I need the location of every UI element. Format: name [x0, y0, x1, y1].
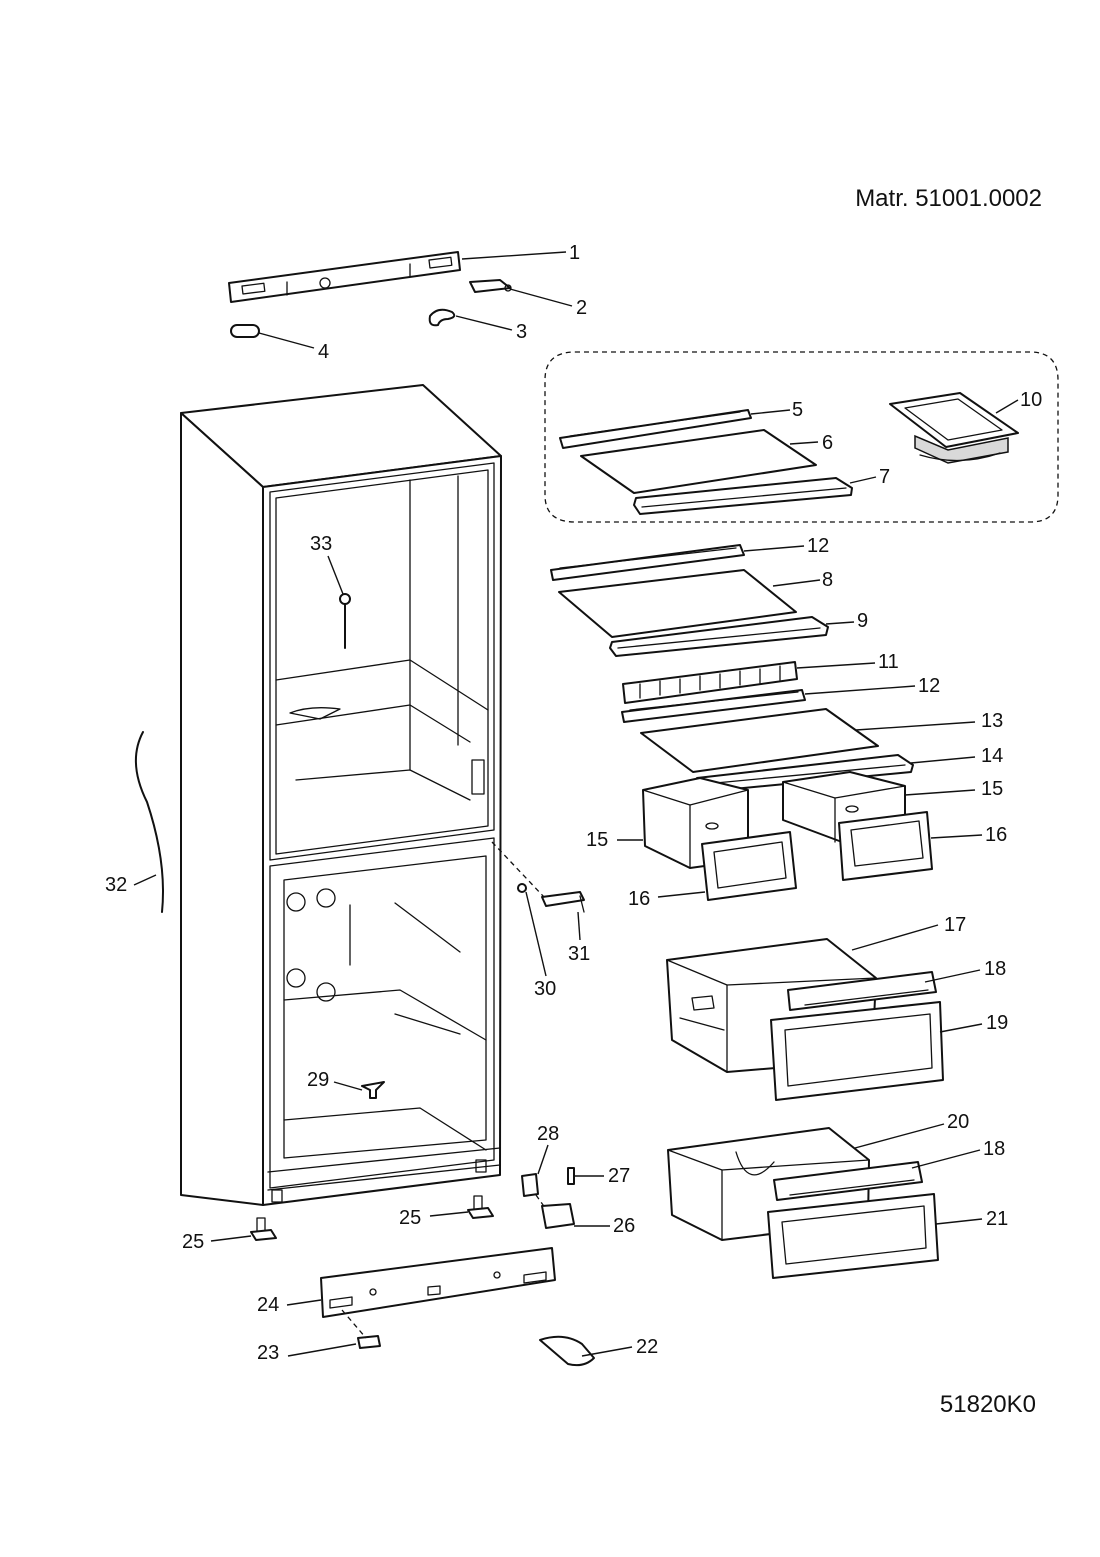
- callout-9: 9: [857, 610, 868, 632]
- part-22-door-stop: [539, 1335, 595, 1367]
- callout-labels: 1 2 3 4 5 6 7 10 12 8 9 11 12 13 14 15 1…: [105, 242, 1042, 1364]
- callout-7: 7: [879, 466, 890, 488]
- callout-22: 22: [636, 1336, 658, 1358]
- part-4-lamp-cover: [230, 324, 260, 338]
- material-number: Matr. 51001.0002: [855, 185, 1042, 212]
- callout-16-left: 16: [628, 888, 650, 910]
- callout-32: 32: [105, 874, 127, 896]
- callout-20: 20: [947, 1111, 969, 1133]
- callout-6: 6: [822, 432, 833, 454]
- callout-3: 3: [516, 321, 527, 343]
- callout-29: 29: [307, 1069, 329, 1091]
- part-30-screw: [517, 883, 527, 893]
- leader-lines: [133, 251, 1019, 1357]
- clip-alignment-line: [341, 1309, 367, 1339]
- callout-19: 19: [986, 1012, 1008, 1034]
- part-18-basket-handle-upper: [787, 971, 937, 1011]
- part-27-hinge-pin: [567, 1167, 575, 1185]
- callout-23: 23: [257, 1342, 279, 1364]
- part-23-plinth-clip: [357, 1335, 381, 1349]
- part-33-shelf-pin: [339, 593, 351, 649]
- callout-18-lower: 18: [983, 1138, 1005, 1160]
- callout-1: 1: [569, 242, 580, 264]
- callout-27: 27: [608, 1165, 630, 1187]
- part-2-clip: [469, 279, 512, 293]
- callout-11: 11: [878, 651, 899, 673]
- callout-30: 30: [534, 978, 556, 1000]
- callout-15-right: 15: [981, 778, 1003, 800]
- part-19-basket-front-upper: [770, 1001, 944, 1101]
- part-16-drawer-front-right: [838, 811, 933, 881]
- callout-12-lower: 12: [918, 675, 940, 697]
- callout-10: 10: [1020, 389, 1042, 411]
- part-9-shelf-front-trim: [609, 616, 829, 657]
- callout-25-right: 25: [399, 1207, 421, 1229]
- callout-28: 28: [537, 1123, 559, 1145]
- callout-4: 4: [318, 341, 329, 363]
- cabinet: [180, 384, 502, 1206]
- part-18-basket-handle-lower: [773, 1161, 923, 1201]
- part-16-drawer-front-left: [701, 831, 797, 901]
- callout-12-upper: 12: [807, 535, 829, 557]
- part-11-bottle-rack: [622, 661, 798, 704]
- callout-24: 24: [257, 1294, 279, 1316]
- callout-33: 33: [310, 533, 332, 555]
- callout-25-left: 25: [182, 1231, 204, 1253]
- callout-26: 26: [613, 1215, 635, 1237]
- part-29-drain-plug: [361, 1081, 385, 1099]
- callout-5: 5: [792, 399, 803, 421]
- part-5-shelf-rear-trim: [559, 409, 752, 449]
- callout-14: 14: [981, 745, 1003, 767]
- callout-21: 21: [986, 1208, 1008, 1230]
- part-8-glass-shelf: [558, 569, 797, 638]
- callout-8: 8: [822, 569, 833, 591]
- part-25-foot-left: [250, 1217, 277, 1241]
- part-13-glass-crisper-cover: [640, 708, 879, 773]
- callout-16-right: 16: [985, 824, 1007, 846]
- callout-13: 13: [981, 710, 1003, 732]
- drawing-code: 51820K0: [940, 1391, 1036, 1418]
- part-32-drain-tube: [134, 731, 164, 913]
- callout-31: 31: [568, 943, 590, 965]
- part-12-shelf-rear-trim-lower: [621, 689, 806, 723]
- callout-18-upper: 18: [984, 958, 1006, 980]
- callout-17: 17: [944, 914, 966, 936]
- part-12-shelf-rear-trim-upper: [550, 544, 745, 581]
- callout-15-left: 15: [586, 829, 608, 851]
- part-7-shelf-front-trim: [633, 477, 853, 515]
- part-26-lower-hinge: [541, 1203, 575, 1229]
- part-3-knob: [428, 308, 456, 327]
- part-21-basket-front-lower: [767, 1193, 939, 1279]
- callout-2: 2: [576, 297, 587, 319]
- part-28-hinge-plate: [521, 1173, 549, 1213]
- part-24-plinth-grille: [320, 1247, 556, 1318]
- optional-kit-outline: [544, 351, 1059, 523]
- hinge-alignment-line: [491, 841, 545, 898]
- part-1-control-panel: [228, 251, 461, 303]
- part-10-egg-tray: [889, 392, 1019, 464]
- part-25-foot-right: [467, 1195, 494, 1219]
- part-31-middle-hinge: [541, 891, 585, 913]
- part-6-glass-shelf: [580, 429, 817, 494]
